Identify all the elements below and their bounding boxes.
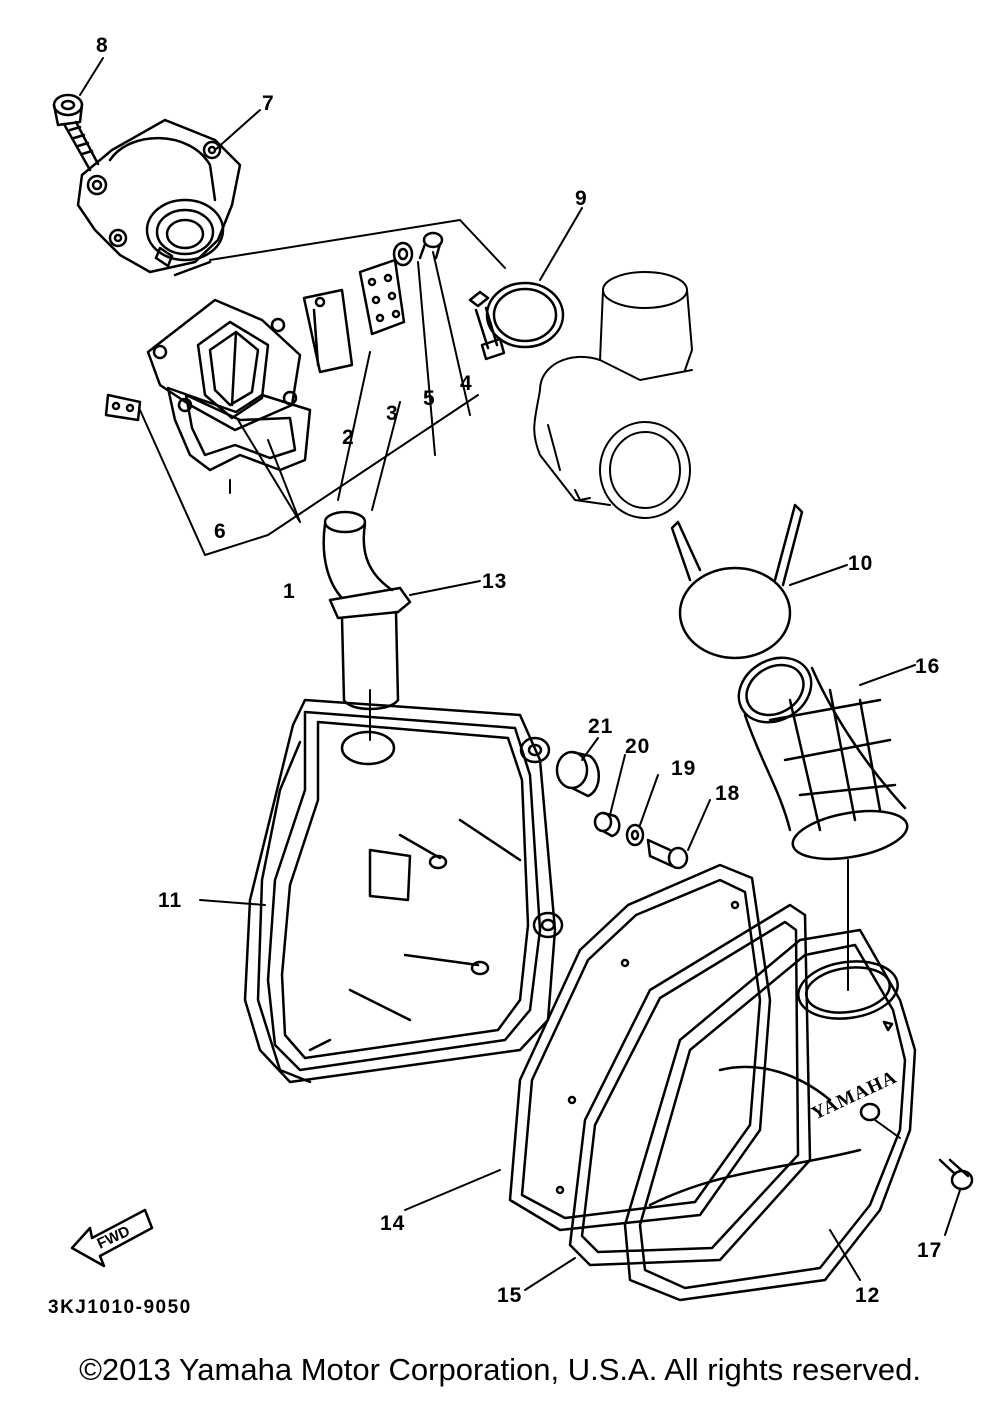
fwd-arrow-icon: FWD bbox=[70, 1208, 154, 1268]
part-4-screw bbox=[418, 231, 444, 260]
part-1-reed-valve bbox=[104, 298, 302, 432]
part-14-element bbox=[508, 863, 772, 1232]
label-part-21: 21 bbox=[588, 715, 613, 738]
label-part-4: 4 bbox=[460, 372, 473, 395]
label-part-13: 13 bbox=[482, 570, 507, 593]
part-12-cap: YAMAHA bbox=[623, 928, 917, 1302]
label-part-19: 19 bbox=[671, 757, 696, 780]
part-9-clamp bbox=[468, 281, 565, 361]
part-3-stopper bbox=[358, 258, 406, 336]
part-10-spring-clamp bbox=[670, 503, 804, 660]
label-part-1: 1 bbox=[283, 580, 296, 603]
part-15-seal bbox=[568, 903, 812, 1267]
carburetor bbox=[533, 271, 693, 519]
yamaha-brand-mark: YAMAHA bbox=[808, 1067, 900, 1125]
label-part-7: 7 bbox=[262, 92, 275, 115]
label-part-3: 3 bbox=[386, 402, 399, 425]
label-part-12: 12 bbox=[855, 1284, 880, 1307]
label-part-16: 16 bbox=[915, 655, 940, 678]
label-part-14: 14 bbox=[380, 1212, 405, 1235]
part-16-duct bbox=[737, 656, 909, 861]
label-part-8: 8 bbox=[96, 34, 109, 57]
part-11-case bbox=[243, 698, 564, 1084]
part-17-screw bbox=[938, 1158, 974, 1191]
label-part-15: 15 bbox=[497, 1284, 522, 1307]
label-part-5: 5 bbox=[423, 387, 436, 410]
part-5-washer bbox=[392, 241, 414, 267]
copyright-notice: ©2013 Yamaha Motor Corporation, U.S.A. A… bbox=[79, 1352, 921, 1387]
callout-labels: 8 7 9 4 5 3 2 6 1 13 10 16 21 20 19 18 1… bbox=[96, 34, 942, 1307]
label-part-6: 6 bbox=[214, 520, 227, 543]
label-part-17: 17 bbox=[917, 1239, 942, 1262]
part-2-reed-plate bbox=[302, 288, 354, 374]
label-part-10: 10 bbox=[848, 552, 873, 575]
label-part-9: 9 bbox=[575, 187, 588, 210]
part-21-grommet bbox=[555, 750, 600, 798]
label-part-2: 2 bbox=[342, 426, 355, 449]
part-20-collar bbox=[593, 811, 621, 838]
label-part-18: 18 bbox=[715, 782, 740, 805]
part-7-manifold bbox=[76, 118, 242, 277]
part-19-washer bbox=[625, 823, 645, 847]
part-18-bolt bbox=[646, 838, 689, 870]
label-part-11: 11 bbox=[158, 889, 182, 912]
drawing-code: 3KJ1010-9050 bbox=[48, 1297, 192, 1318]
part-8-bolt bbox=[52, 93, 100, 172]
part-13-joint bbox=[322, 510, 412, 711]
callout-lines bbox=[79, 57, 961, 1291]
label-part-20: 20 bbox=[625, 735, 650, 758]
